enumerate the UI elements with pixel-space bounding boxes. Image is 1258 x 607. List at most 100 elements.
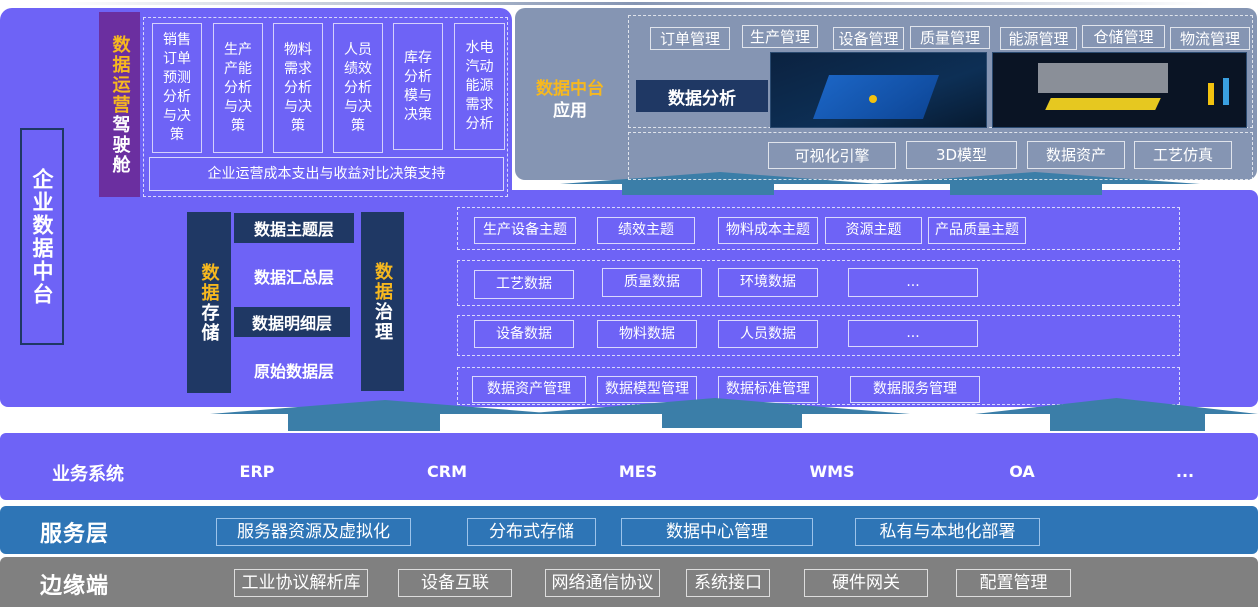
application-dashed-bottom [628, 132, 1253, 180]
item-text: 分布式存储 [489, 521, 574, 542]
governance-item: 设备数据 [474, 320, 574, 348]
cockpit-label: 数据运营 驾驶舱 [99, 12, 140, 197]
service-title: 服务层 [40, 522, 110, 547]
tool-label: 3D模型 [935, 146, 988, 164]
data-analysis-label: 数据分析 [636, 80, 768, 112]
dashboard-screenshot-machine [992, 52, 1247, 128]
governance-item: 数据标准管理 [718, 376, 818, 403]
machine-graphic [1038, 63, 1168, 93]
business-systems-layer [0, 433, 1258, 500]
tool-label: 可视化引擎 [794, 146, 870, 165]
item-text: 工业协议解析库 [241, 572, 361, 593]
cockpit-card: 生产产能分析与决策 [213, 23, 263, 153]
edge-item: 硬件网关 [804, 569, 928, 597]
tab-logistics-management[interactable]: 物流管理 [1170, 27, 1250, 50]
business-item-wms: WMS [809, 462, 855, 481]
card-text: 人员绩效分析与决策 [344, 41, 372, 134]
arrow-stem [950, 182, 1102, 195]
tab-warehouse-management[interactable]: 仓储管理 [1082, 25, 1165, 48]
item-text: 绩效主题 [618, 222, 674, 239]
business-item-erp: ERP [239, 462, 275, 481]
bar-graphic [1223, 78, 1229, 105]
card-text: 水电汽动能源需求分析 [465, 40, 494, 132]
item-text: 服务器资源及虚拟化 [237, 521, 390, 542]
governance-item: 数据资产管理 [472, 376, 586, 403]
item-text: 产品质量主题 [935, 222, 1019, 239]
tab-energy-management[interactable]: 能源管理 [1000, 27, 1077, 50]
cockpit-label-rest: 驾驶舱 [109, 114, 131, 175]
tab-equipment-management[interactable]: 设备管理 [833, 27, 904, 50]
tool-label: 数据资产 [1045, 146, 1106, 164]
tab-quality-management[interactable]: 质量管理 [910, 26, 990, 49]
tab-label: 能源管理 [1008, 29, 1069, 48]
governance-rest: 治理 [372, 301, 393, 342]
card-text: 生产产能分析与决策 [224, 41, 252, 134]
service-item: 私有与本地化部署 [855, 518, 1040, 546]
governance-row [457, 207, 1180, 250]
item-text: 设备互联 [421, 572, 489, 593]
business-item-more: ... [1175, 462, 1195, 481]
platform-label-text: 企业数据中台 [30, 167, 54, 306]
governance-item: 数据服务管理 [850, 376, 980, 403]
tab-label: 物流管理 [1179, 29, 1240, 48]
bottom-bar-text: 企业运营成本支出与收益对比决策支持 [207, 165, 446, 182]
item-text: 数据模型管理 [605, 381, 689, 398]
cockpit-panel [0, 8, 512, 208]
tab-order-management[interactable]: 订单管理 [650, 27, 730, 50]
tool-visualization-engine: 可视化引擎 [768, 142, 896, 169]
edge-item: 网络通信协议 [545, 569, 660, 597]
item-text: 设备数据 [496, 325, 552, 342]
item-text: 环境数据 [740, 274, 796, 291]
arrow-stem [662, 413, 802, 428]
item-text: 系统接口 [694, 572, 762, 593]
cockpit-label-highlight: 数据运营 [109, 34, 131, 115]
tool-3d-model: 3D模型 [906, 141, 1017, 169]
arrow-stem [288, 413, 440, 431]
business-item-oa: OA [1009, 462, 1035, 481]
cockpit-card: 水电汽动能源需求分析 [454, 23, 505, 150]
data-governance-label: 数据 治理 [361, 212, 404, 391]
edge-item: 设备互联 [398, 569, 512, 597]
application-label-rest: 应用 [553, 101, 587, 121]
item-text: 物料成本主题 [726, 222, 810, 239]
item-text: 资源主题 [845, 222, 902, 239]
item-text: 物料数据 [619, 325, 675, 342]
governance-item: ... [848, 268, 978, 297]
layer-text: 数据主题层 [253, 220, 334, 239]
governance-item: 人员数据 [718, 320, 818, 348]
item-text: 数据服务管理 [873, 381, 957, 398]
layer-theme: 数据主题层 [234, 213, 354, 243]
tool-process-simulation: 工艺仿真 [1134, 141, 1232, 169]
item-text: 人员数据 [740, 325, 796, 342]
tab-label: 生产管理 [749, 27, 810, 46]
governance-row [457, 367, 1180, 405]
item-text: 网络通信协议 [551, 572, 654, 593]
governance-item: 数据模型管理 [597, 376, 697, 403]
tab-production-management[interactable]: 生产管理 [742, 25, 818, 48]
business-item-crm: CRM [427, 462, 467, 481]
edge-item: 工业协议解析库 [234, 569, 368, 597]
item-text: ... [906, 274, 920, 291]
business-item-mes: MES [618, 462, 658, 481]
item-text: 数据中心管理 [666, 521, 768, 542]
edge-layer [0, 557, 1258, 607]
governance-item: 质量数据 [602, 268, 702, 297]
layer-detail: 数据明细层 [234, 307, 350, 337]
item-text: 质量数据 [624, 274, 680, 291]
conveyor-graphic [1045, 98, 1161, 110]
application-label-highlight: 数据中台 [536, 79, 604, 99]
arrow-stem [622, 182, 774, 195]
service-item: 数据中心管理 [621, 518, 813, 546]
governance-item: 产品质量主题 [928, 217, 1026, 244]
top-divider [60, 2, 1210, 5]
dashboard-screenshot-factory [770, 52, 987, 128]
service-layer [0, 506, 1258, 554]
service-item: 服务器资源及虚拟化 [216, 518, 411, 546]
tab-label: 设备管理 [838, 29, 899, 48]
item-text: 生产设备主题 [483, 222, 567, 239]
governance-item: 绩效主题 [597, 217, 695, 244]
arrow-stem [1050, 413, 1205, 431]
marker-icon [869, 95, 877, 103]
governance-item: 资源主题 [825, 217, 922, 244]
cockpit-card: 人员绩效分析与决策 [333, 23, 383, 153]
